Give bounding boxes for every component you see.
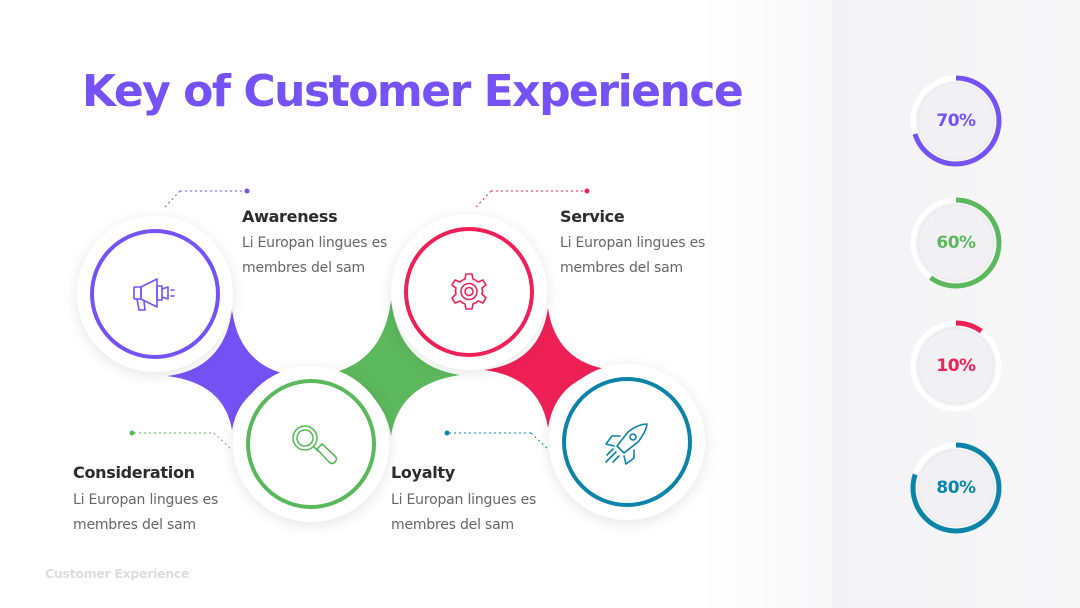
rocket-icon <box>605 423 648 465</box>
consideration-title: Consideration <box>73 463 195 482</box>
ring-svg <box>910 197 1002 289</box>
loyalty-description: Li Europan lingues es membres del sam <box>391 492 537 533</box>
megaphone-icon <box>133 278 175 311</box>
progress-ring-3: 10% <box>908 318 1004 414</box>
progress-ring-4: 80% <box>908 440 1004 536</box>
ring-svg <box>910 320 1002 412</box>
service-node <box>391 214 547 370</box>
gear-icon <box>451 273 487 310</box>
service-description: Li Europan lingues es membres del sam <box>560 235 706 276</box>
connector-pink <box>484 308 612 428</box>
service-title: Service <box>560 207 625 226</box>
awareness-title: Awareness <box>242 207 338 226</box>
callout-loyalty <box>449 432 550 451</box>
consideration-node <box>233 366 389 522</box>
ring-svg <box>910 75 1002 167</box>
callout-service <box>475 190 586 208</box>
progress-label-1: 70% <box>936 111 976 131</box>
awareness-description: Li Europan lingues es membres del sam <box>242 235 388 276</box>
callout-awareness <box>164 190 246 208</box>
consideration-description: Li Europan lingues es membres del sam <box>73 492 219 533</box>
callout-consideration <box>134 432 233 451</box>
progress-label-3: 10% <box>936 356 976 376</box>
progress-ring-1: 70% <box>908 73 1004 169</box>
slide-footer: Customer Experience <box>45 566 190 581</box>
callout-dot-loyalty <box>444 430 450 436</box>
connector-green <box>322 300 460 436</box>
progress-ring-2: 60% <box>908 195 1004 291</box>
panel-glow <box>700 0 832 608</box>
slide-title: Key of Customer Experience <box>82 66 744 117</box>
connector-purple <box>167 310 297 430</box>
loyalty-node <box>549 364 705 520</box>
magnifier-icon <box>292 425 338 465</box>
progress-label-2: 60% <box>936 233 976 253</box>
callout-dot-service <box>584 188 590 194</box>
callout-dot-consideration <box>129 430 135 436</box>
ring-svg <box>910 442 1002 534</box>
callout-dot-awareness <box>244 188 250 194</box>
loyalty-title: Loyalty <box>391 463 455 482</box>
awareness-node <box>77 216 233 372</box>
progress-label-4: 80% <box>936 478 976 498</box>
